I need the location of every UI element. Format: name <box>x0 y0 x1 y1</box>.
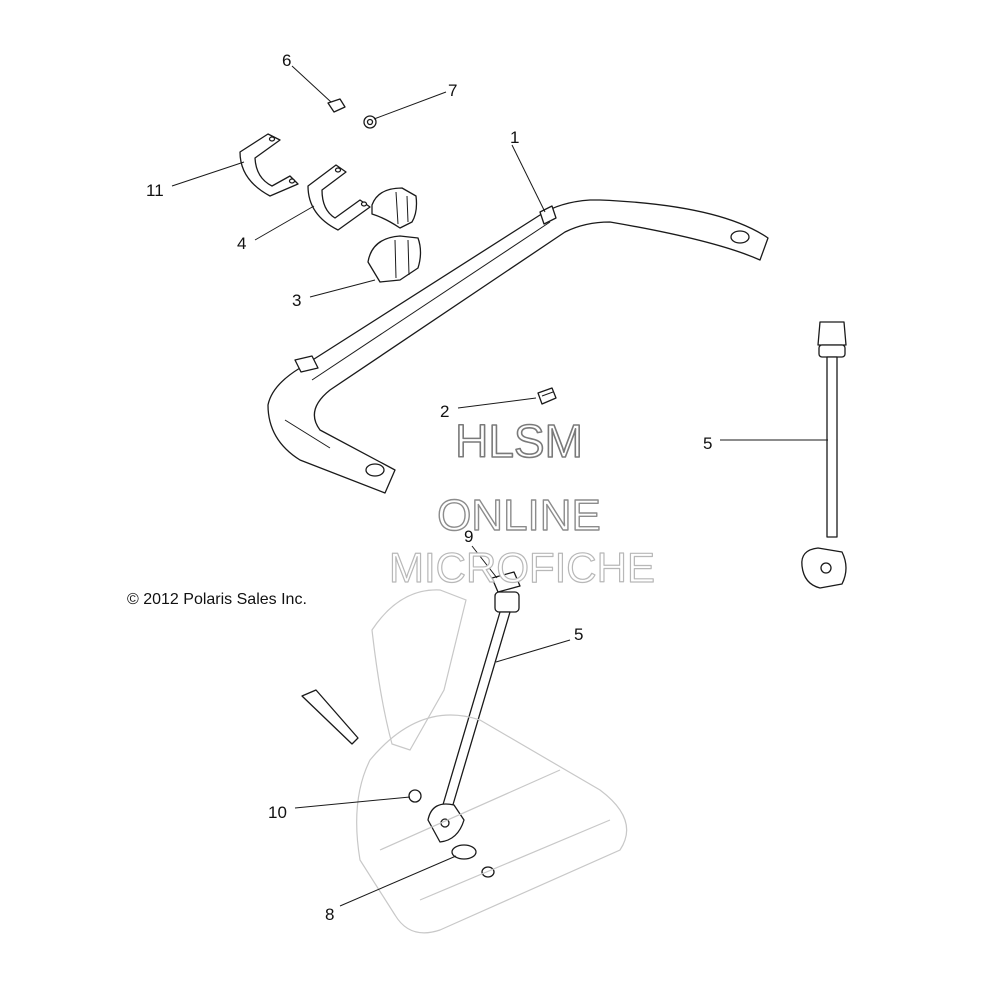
bushing-upper <box>371 187 418 229</box>
callout-10: 10 <box>268 803 287 822</box>
bushing-part-3 <box>367 235 422 283</box>
callout-7: 7 <box>448 81 457 100</box>
copyright-text: © 2012 Polaris Sales Inc. <box>127 591 307 608</box>
callout-11: 11 <box>146 181 164 200</box>
watermark-line-2: ONLINE <box>437 491 601 540</box>
callout-8: 8 <box>325 905 334 924</box>
nut-part-10 <box>408 789 422 803</box>
callouts: 1 2 3 4 5 5 6 7 8 9 10 11 <box>146 51 712 924</box>
nut-part-7 <box>363 115 377 129</box>
long-bolt <box>301 689 359 745</box>
callout-9: 9 <box>464 527 473 546</box>
watermark-line-3: MICROFICHE <box>389 544 655 591</box>
watermark-line-1: HLSM <box>455 415 583 467</box>
stabilizer-link-lower <box>427 571 521 843</box>
stabilizer-link-right <box>801 321 847 589</box>
watermark: HLSM ONLINE MICROFICHE <box>388 414 655 591</box>
clamp-part-4 <box>307 164 371 231</box>
leader-lines <box>171 65 828 907</box>
nut-part-2 <box>537 387 557 405</box>
washer-part-8 <box>451 844 495 878</box>
bolt-part-6 <box>327 98 346 113</box>
callout-3: 3 <box>292 291 301 310</box>
callout-5-lower: 5 <box>574 625 583 644</box>
clamp-part-11 <box>239 133 299 197</box>
callout-6: 6 <box>282 51 291 70</box>
callout-5-right: 5 <box>703 434 712 453</box>
callout-4: 4 <box>237 234 246 253</box>
stabilizer-bar <box>267 199 769 494</box>
callout-1: 1 <box>510 128 519 147</box>
callout-2: 2 <box>440 402 449 421</box>
a-arm-ghost <box>356 589 628 934</box>
